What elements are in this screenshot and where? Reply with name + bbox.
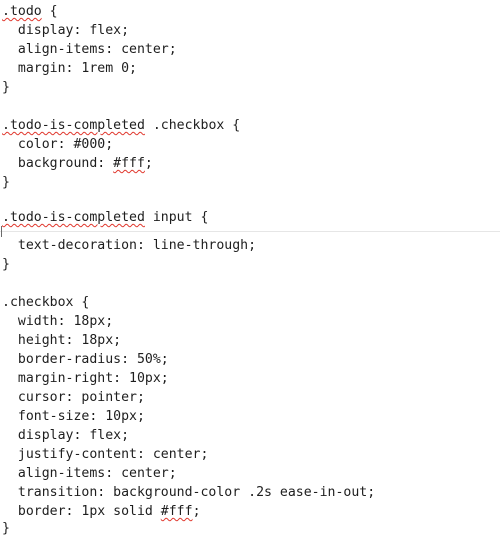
code-line-7: .todo-is-completed .checkbox { [2, 116, 240, 135]
selector-rest: .checkbox { [144, 118, 241, 133]
code-line-24: justify-content: center; [2, 447, 209, 462]
code-line-10: } [2, 175, 10, 190]
code-line-20: margin-right: 10px; [2, 371, 169, 386]
property: background: [2, 156, 114, 171]
code-line-13: text-decoration: line-through; [2, 238, 257, 253]
semicolon: ; [144, 156, 153, 171]
selector-todo: .todo [2, 4, 42, 19]
code-line-21: cursor: pointer; [2, 390, 145, 405]
selector-rest: input { [144, 210, 209, 225]
code-line-14: } [2, 257, 10, 272]
code-line-18: height: 18px; [2, 333, 122, 348]
brace-open: { [41, 4, 58, 19]
code-line-27: border: 1px solid #fff; [2, 502, 201, 521]
code-line-17: width: 18px; [2, 314, 114, 329]
semicolon: ; [192, 504, 201, 519]
code-line-3: align-items: center; [2, 42, 177, 57]
code-line-1: .todo { [2, 2, 58, 21]
value-fff: #fff [113, 156, 145, 171]
text-cursor [1, 226, 2, 237]
code-line-26: transition: background-color .2s ease-in… [2, 485, 376, 500]
code-line-25: align-items: center; [2, 466, 177, 481]
code-line-9: background: #fff; [2, 154, 153, 173]
code-line-19: border-radius: 50%; [2, 352, 169, 367]
code-line-22: font-size: 10px; [2, 409, 145, 424]
code-line-28: } [2, 521, 10, 536]
code-line-5: } [2, 80, 10, 95]
code-line-4: margin: 1rem 0; [2, 61, 137, 76]
selector-todo-is-completed: .todo-is-completed [2, 210, 145, 225]
value-fff: #fff [160, 504, 193, 519]
selector-todo-is-completed: .todo-is-completed [2, 118, 145, 133]
code-line-2: display: flex; [2, 23, 130, 38]
code-line-23: display: flex; [2, 428, 130, 443]
code-line-12: .todo-is-completed input { [2, 208, 208, 227]
current-line-highlight [0, 231, 500, 232]
code-line-16: .checkbox { [2, 295, 90, 310]
code-line-8: color: #000; [2, 137, 114, 152]
property: border: 1px solid [2, 504, 161, 519]
